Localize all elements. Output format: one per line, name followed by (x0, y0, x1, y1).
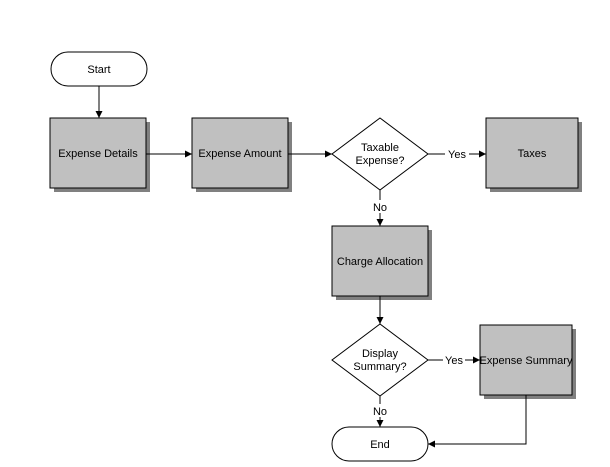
expense-summary-label: Expense Summary (480, 355, 573, 367)
edge-summary-to-end (428, 395, 527, 448)
expense-amount-box: Expense Amount (191, 117, 292, 192)
taxable-label-line2: Expense? (356, 155, 405, 167)
taxable-no-label: No (373, 202, 387, 214)
start-label: Start (87, 64, 110, 76)
expense-details-box: Expense Details (49, 117, 150, 192)
taxable-expense-decision: Taxable Expense? (331, 117, 429, 191)
expense-details-label: Expense Details (58, 148, 138, 160)
taxes-label: Taxes (518, 148, 547, 160)
taxable-label-line1: Taxable (361, 142, 399, 154)
charge-allocation-box: Charge Allocation (331, 225, 432, 300)
charge-allocation-label: Charge Allocation (337, 256, 423, 268)
display-summary-decision: Display Summary? (331, 323, 429, 397)
expense-amount-label: Expense Amount (198, 148, 281, 160)
display-label-line2: Summary? (353, 361, 406, 373)
display-yes-label: Yes (445, 355, 463, 367)
display-no-label: No (373, 406, 387, 418)
taxable-yes-label: Yes (448, 149, 466, 161)
start-terminal: Start (50, 51, 148, 87)
taxes-box: Taxes (485, 117, 582, 192)
end-terminal: End (331, 426, 429, 462)
end-label: End (370, 439, 390, 451)
expense-summary-box: Expense Summary (479, 324, 576, 399)
display-label-line1: Display (362, 348, 399, 360)
